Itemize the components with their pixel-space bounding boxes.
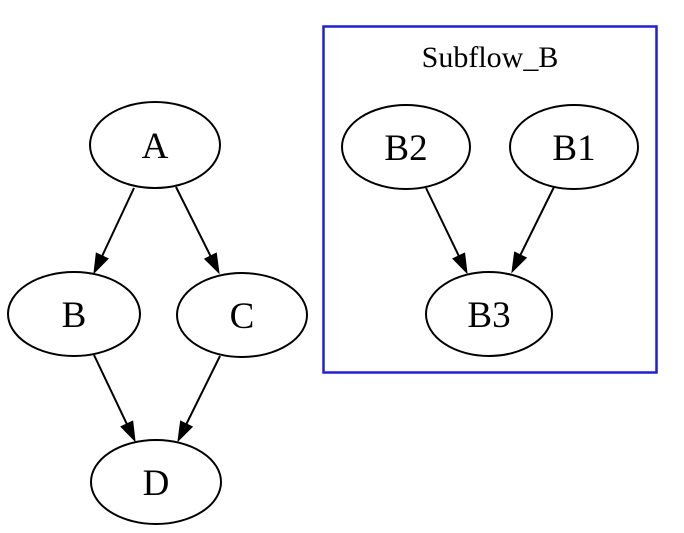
edge-a-b-arrowhead-icon	[93, 252, 109, 275]
node-d: D	[90, 439, 222, 525]
cluster-subflow-b: Subflow_B	[322, 25, 658, 374]
edge-b1-b3-arrowhead-icon	[511, 251, 528, 274]
edge-a-b-line	[101, 187, 135, 257]
node-a-ellipse	[89, 101, 221, 189]
edge-b2-b3	[425, 187, 468, 275]
node-b2-label: B2	[384, 128, 427, 169]
node-b3-label: B3	[467, 295, 510, 336]
edge-b-d-arrowhead-icon	[120, 420, 136, 443]
node-c-label: C	[230, 296, 255, 337]
edge-b2-b3-line	[425, 187, 460, 257]
node-b-label: B	[62, 295, 87, 336]
node-d-label: D	[143, 463, 170, 504]
edge-a-b	[93, 187, 135, 275]
node-a: A	[89, 101, 221, 189]
edge-a-c-arrowhead-icon	[203, 252, 220, 275]
edge-a-c-line	[175, 186, 212, 257]
node-b1: B1	[509, 104, 639, 190]
node-d-ellipse	[90, 439, 222, 525]
node-c-ellipse	[176, 272, 308, 358]
edge-b-d	[93, 354, 136, 443]
cluster-title: Subflow_B	[422, 41, 559, 74]
edge-a-c	[175, 186, 220, 275]
cluster-border	[322, 25, 658, 374]
edge-b1-b3-line	[519, 186, 555, 256]
node-b1-ellipse	[509, 104, 639, 190]
node-b: B	[7, 271, 141, 357]
node-b2: B2	[341, 104, 471, 190]
edge-b2-b3-arrowhead-icon	[452, 252, 468, 275]
node-b2-ellipse	[341, 104, 471, 190]
node-b3: B3	[425, 271, 553, 357]
edge-b1-b3	[511, 186, 555, 274]
edge-c-d	[177, 355, 221, 443]
edge-c-d-arrowhead-icon	[177, 420, 194, 443]
node-a-label: A	[142, 126, 169, 167]
edge-c-d-line	[185, 355, 221, 425]
node-b1-label: B1	[552, 128, 595, 169]
node-b-ellipse	[7, 271, 141, 357]
node-b3-ellipse	[425, 271, 553, 357]
node-c: C	[176, 272, 308, 358]
edge-b-d-line	[93, 354, 128, 425]
